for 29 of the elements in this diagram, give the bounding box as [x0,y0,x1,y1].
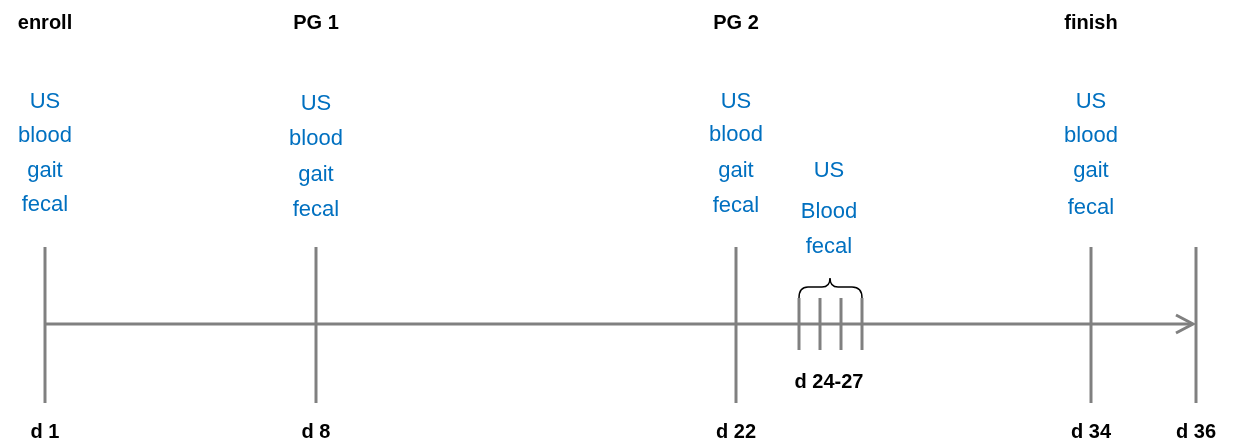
measure-label: fecal [1067,196,1115,218]
measure-label: Blood [800,200,858,222]
measure-label: fecal [805,235,853,257]
day-label: d 8 [301,421,331,441]
measure-label: fecal [712,194,760,216]
day-label: d 36 [1176,421,1216,441]
measure-label: gait [298,163,334,185]
milestone-label: PG 2 [713,12,759,32]
day-label: d 1 [30,421,60,441]
measure-label: gait [718,159,754,181]
measure-label: US [720,90,752,112]
day-label: d 22 [716,421,756,441]
milestone-label: finish [1064,12,1118,32]
measure-label: US [300,92,332,114]
measure-label: fecal [292,198,340,220]
measure-label: US [1075,90,1107,112]
milestone-label: enroll [17,12,73,32]
day-label: d 24-27 [794,371,864,391]
milestone-label: PG 1 [293,12,339,32]
measure-label: fecal [21,193,69,215]
measure-label: gait [27,159,63,181]
day-label: d 34 [1071,421,1111,441]
measure-label: gait [1073,159,1109,181]
measure-label: blood [289,127,343,149]
measure-label: US [29,90,61,112]
measure-label: blood [18,124,72,146]
measure-label: blood [709,123,763,145]
measure-label: blood [1064,124,1118,146]
measure-label: US [813,159,845,181]
